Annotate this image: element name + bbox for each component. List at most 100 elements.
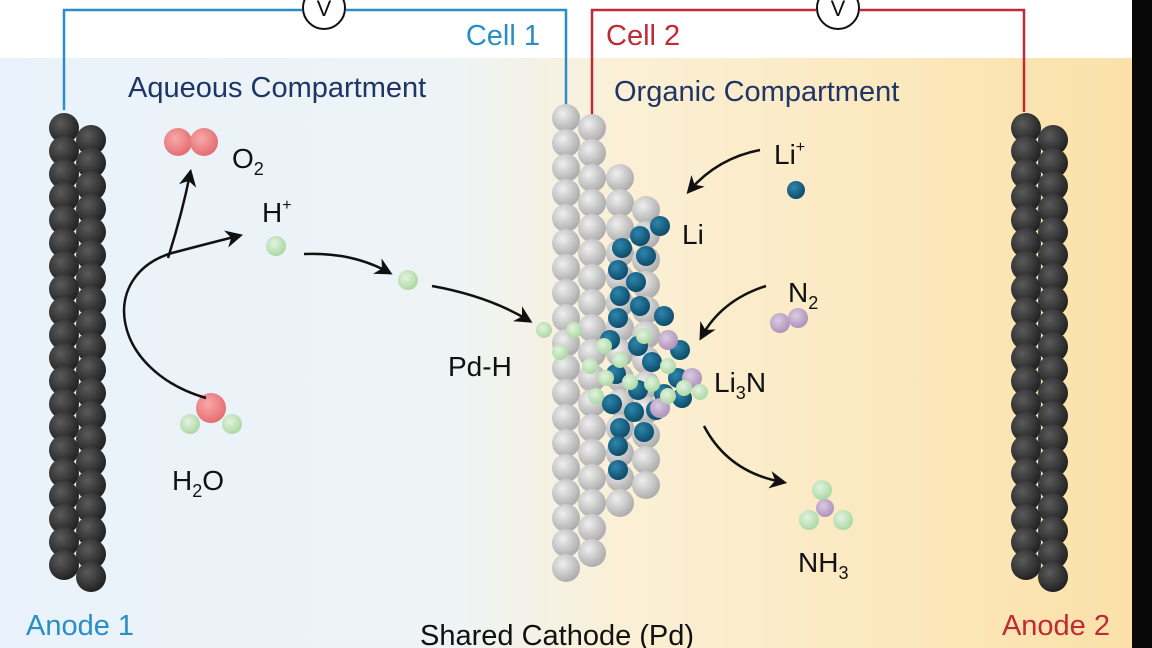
arrow-proton-transport xyxy=(303,252,393,275)
aqueous-compartment-label: Aqueous Compartment xyxy=(128,72,426,104)
palladium-atom xyxy=(552,479,580,507)
palladium-atom xyxy=(552,404,580,432)
anode-atom xyxy=(76,125,106,155)
palladium-atom xyxy=(552,104,580,132)
hydrogen-atom xyxy=(566,322,582,338)
palladium-atom xyxy=(578,489,606,517)
anode-atom xyxy=(49,527,79,557)
hydrogen-atom xyxy=(636,328,652,344)
anode-atom xyxy=(49,182,79,212)
lithium-atom xyxy=(630,296,650,316)
anode-atom xyxy=(1011,389,1041,419)
anode-atom xyxy=(76,171,106,201)
svg-text:V: V xyxy=(317,0,332,21)
lithium-atom xyxy=(650,216,670,236)
anode-atom xyxy=(49,228,79,258)
anode-atom xyxy=(49,458,79,488)
anode-atom xyxy=(1038,125,1068,155)
palladium-atom xyxy=(552,529,580,557)
palladium-atom xyxy=(578,264,606,292)
palladium-atom xyxy=(632,471,660,499)
hydrogen-atom xyxy=(660,388,676,404)
anode-atom xyxy=(1011,113,1041,143)
cell1-circuit-wire xyxy=(62,8,568,125)
arrow-water-to-oxygen xyxy=(166,168,197,259)
anode-atom xyxy=(76,355,106,385)
palladium-atom xyxy=(552,379,580,407)
anode-atom xyxy=(1011,182,1041,212)
palladium-atom xyxy=(552,179,580,207)
palladium-atom xyxy=(606,164,634,192)
palladium-atom xyxy=(578,514,606,542)
palladium-atom xyxy=(552,429,580,457)
li-plus-label: Li+ xyxy=(774,139,805,170)
anode-atom xyxy=(1011,527,1041,557)
lithium-atom xyxy=(624,402,644,422)
voltmeter-icon-cell1: V xyxy=(302,0,346,30)
anode-atom xyxy=(49,481,79,511)
arrow-nitrogen-activation xyxy=(699,284,767,341)
anode-atom xyxy=(76,516,106,546)
anode-atom xyxy=(49,366,79,396)
hydrogen-atom xyxy=(622,374,638,390)
anode-atom xyxy=(1011,228,1041,258)
anode-atom xyxy=(1011,458,1041,488)
cell2-label: Cell 2 xyxy=(606,20,680,52)
lithium-atom xyxy=(608,460,628,480)
anode-atom xyxy=(76,470,106,500)
palladium-atom xyxy=(578,314,606,342)
li3n-label: Li3N xyxy=(714,367,766,403)
proton-2 xyxy=(398,270,418,290)
anode-atom xyxy=(1038,148,1068,178)
lithium-atom xyxy=(610,418,630,438)
anode-atom xyxy=(1011,297,1041,327)
anode-atom xyxy=(1011,550,1041,580)
arrow-proton-to-cathode xyxy=(431,284,533,323)
anode-atom xyxy=(76,286,106,316)
proton-1 xyxy=(266,236,286,256)
anode-atom xyxy=(1038,447,1068,477)
anode-atom xyxy=(1038,378,1068,408)
palladium-atom xyxy=(578,464,606,492)
lithium-atom xyxy=(608,260,628,280)
palladium-atom xyxy=(552,554,580,582)
palladium-atom xyxy=(552,354,580,382)
lithium-ion xyxy=(787,181,805,199)
n2-molecule xyxy=(770,308,808,333)
palladium-atom xyxy=(578,539,606,567)
hydrogen-atom xyxy=(552,344,568,360)
anode-atom xyxy=(1038,401,1068,431)
anode-atom xyxy=(1038,240,1068,270)
anode-atom xyxy=(76,562,106,592)
lithium-atom xyxy=(608,308,628,328)
hydrogen-atom xyxy=(692,384,708,400)
hydrogen-atom xyxy=(596,338,612,354)
hydrogen-atom xyxy=(598,370,614,386)
anode-atom xyxy=(49,435,79,465)
anode-atom xyxy=(1038,171,1068,201)
anode-atom xyxy=(49,504,79,534)
anode-atom xyxy=(76,539,106,569)
anode-atom xyxy=(76,424,106,454)
anode-atom xyxy=(76,401,106,431)
anode-atom xyxy=(1038,355,1068,385)
anode-atom xyxy=(1038,539,1068,569)
palladium-atom xyxy=(578,139,606,167)
palladium-atom xyxy=(552,454,580,482)
anode-atom xyxy=(1038,516,1068,546)
lithium-atom xyxy=(654,306,674,326)
palladium-atom xyxy=(632,196,660,224)
palladium-atom xyxy=(552,129,580,157)
palladium-atom xyxy=(552,229,580,257)
anode1-label: Anode 1 xyxy=(26,610,134,642)
palladium-atom xyxy=(606,214,634,242)
arrow-water-to-proton xyxy=(122,230,244,400)
shared-cathode-label: Shared Cathode (Pd) xyxy=(420,620,694,648)
palladium-atom xyxy=(578,439,606,467)
lithium-atom xyxy=(612,238,632,258)
palladium-atom xyxy=(578,189,606,217)
lithium-atom xyxy=(642,352,662,372)
anode-atom xyxy=(49,205,79,235)
anode-atom xyxy=(49,343,79,373)
